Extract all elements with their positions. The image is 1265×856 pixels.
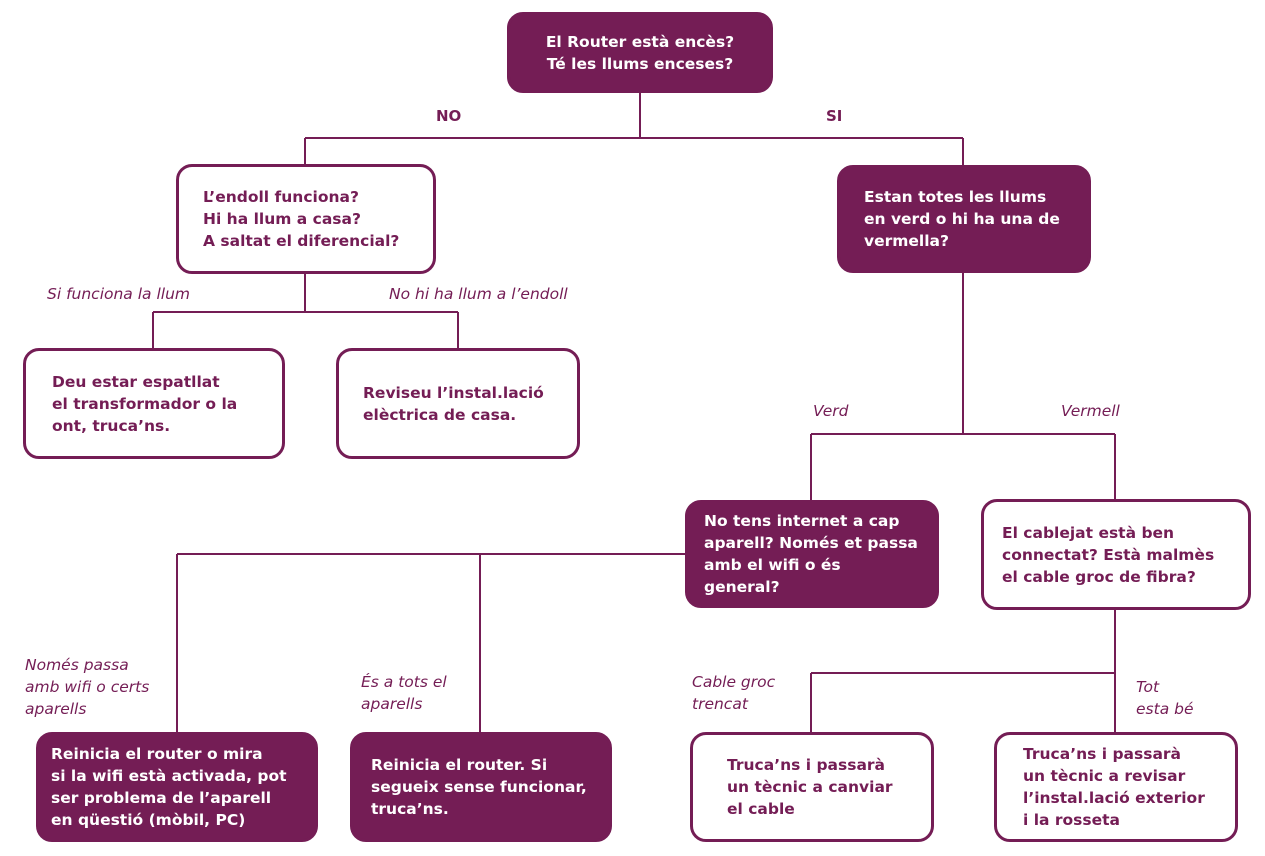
label-no: NO (436, 107, 462, 125)
label-no-light: No hi ha llum a l’endoll (389, 285, 568, 303)
node-lights-color: Estan totes les llums en verd o hi ha un… (837, 165, 1091, 273)
node-router-on: El Router està encès? Té les llums ences… (507, 12, 773, 93)
label-si: SI (826, 107, 843, 125)
node-call-review: Truca’ns i passarà un tècnic a revisar l… (994, 732, 1238, 842)
node-restart-router: Reinicia el router. Si segueix sense fun… (350, 732, 612, 842)
node-call-review-text: Truca’ns i passarà un tècnic a revisar l… (1023, 745, 1205, 829)
node-call-cable-text: Truca’ns i passarà un tècnic a canviar e… (727, 756, 893, 818)
node-electrical: Reviseu l’instal.lació elèctrica de casa… (336, 348, 580, 459)
node-transformer-text: Deu estar espatllat el transformador o l… (52, 372, 238, 435)
node-socket-works: L’endoll funciona? Hi ha llum a casa? A … (176, 164, 436, 274)
label-cable-broken: Cable groc trencat (692, 673, 776, 713)
node-restart-wifi-text: Reinicia el router o mira si la wifi est… (51, 745, 287, 829)
node-no-internet-text: No tens internet a cap aparell? Només et… (704, 512, 918, 596)
node-electrical-text: Reviseu l’instal.lació elèctrica de casa… (363, 383, 544, 424)
label-only-wifi: Només passa amb wifi o certs aparells (25, 656, 150, 718)
node-cabling-text: El cablejat està ben connectat? Està mal… (1002, 523, 1215, 586)
node-restart-router-text: Reinicia el router. Si segueix sense fun… (371, 756, 587, 818)
label-green: Verd (813, 402, 849, 420)
node-socket-works-text: L’endoll funciona? Hi ha llum a casa? A … (203, 188, 400, 250)
label-red: Vermell (1061, 402, 1120, 420)
label-light-works: Si funciona la llum (47, 285, 191, 303)
label-all-devices: És a tots el aparells (361, 673, 447, 713)
node-no-internet: No tens internet a cap aparell? Només et… (685, 500, 939, 608)
node-call-cable: Truca’ns i passarà un tècnic a canviar e… (690, 732, 934, 842)
label-all-fine: Tot esta bé (1136, 678, 1194, 718)
node-restart-wifi: Reinicia el router o mira si la wifi est… (36, 732, 318, 842)
node-lights-color-text: Estan totes les llums en verd o hi ha un… (864, 188, 1060, 250)
node-router-on-text: El Router està encès? Té les llums ences… (545, 32, 735, 73)
node-transformer: Deu estar espatllat el transformador o l… (23, 348, 285, 459)
node-cabling: El cablejat està ben connectat? Està mal… (981, 499, 1251, 610)
